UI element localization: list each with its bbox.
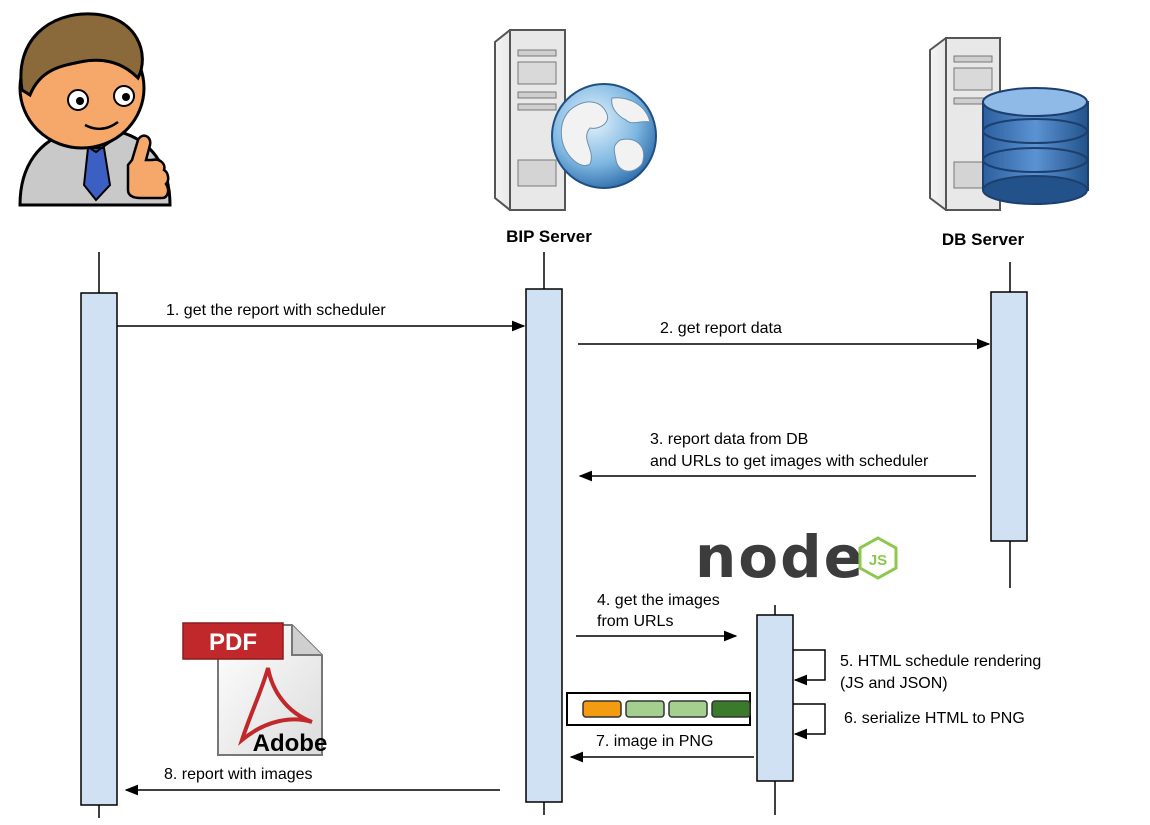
png-image-strip [566, 692, 751, 726]
user-activation-bar [80, 292, 118, 806]
message-3-label-line2: and URLs to get images with scheduler [650, 453, 929, 470]
message-5-label-line2: (JS and JSON) [840, 675, 948, 692]
pdf-badge: PDF [209, 629, 257, 656]
node-activation-bar [756, 614, 794, 782]
bip-activation-bar [525, 288, 563, 803]
png-strip-cell [668, 700, 708, 718]
bip-server-label: BIP Server [506, 227, 592, 246]
message-4-label-line2: from URLs [597, 613, 673, 630]
message-4-label-line1: 4. get the images [597, 592, 720, 609]
message-7-label: 7. image in PNG [596, 733, 713, 750]
message-2-label: 2. get report data [660, 320, 782, 337]
pdf-document-icon: PDF Adobe [182, 622, 328, 757]
png-strip-cell [582, 700, 622, 718]
db-server-label: DB Server [942, 230, 1025, 249]
adobe-brand: Adobe [253, 730, 328, 757]
database-server-icon [929, 37, 1089, 211]
message-6-arrow [793, 703, 826, 740]
message-3-label-line1: 3. report data from DB [650, 431, 808, 448]
message-6-label: 6. serialize HTML to PNG [844, 710, 1025, 727]
message-8-label: 8. report with images [164, 766, 313, 783]
message-5-label-line1: 5. HTML schedule rendering [840, 653, 1041, 670]
nodejs-wordmark: node [695, 523, 865, 591]
user-thumbs-up-icon [18, 12, 172, 207]
web-server-globe-icon [494, 29, 657, 211]
nodejs-badge: JS [869, 552, 887, 569]
message-5-arrow [793, 649, 826, 686]
message-1-label: 1. get the report with scheduler [166, 302, 386, 319]
png-strip-cell [711, 700, 751, 718]
png-strip-cell [625, 700, 665, 718]
db-activation-bar [990, 291, 1028, 542]
nodejs-logo-icon: node JS [695, 523, 898, 591]
